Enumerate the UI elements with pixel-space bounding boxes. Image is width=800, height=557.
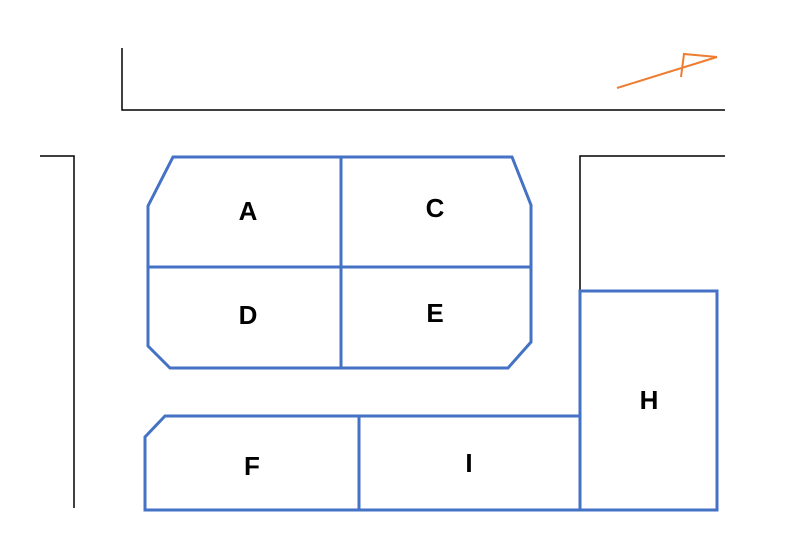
north-arrow-icon xyxy=(616,52,718,89)
block-group-acde-outline xyxy=(146,155,533,370)
right-street-line xyxy=(579,155,725,290)
block-label-a: A xyxy=(239,196,258,226)
block-label-e: E xyxy=(426,298,443,328)
top-street-line xyxy=(121,48,725,111)
left-street-line xyxy=(40,155,75,508)
block-label-h: H xyxy=(640,385,659,415)
block-label-d: D xyxy=(239,300,258,330)
block-label-f: F xyxy=(244,451,260,481)
block-h-outline xyxy=(578,289,719,512)
block-f-outline xyxy=(143,414,361,512)
block-label-i: I xyxy=(465,448,472,478)
block-label-c: C xyxy=(426,193,445,223)
